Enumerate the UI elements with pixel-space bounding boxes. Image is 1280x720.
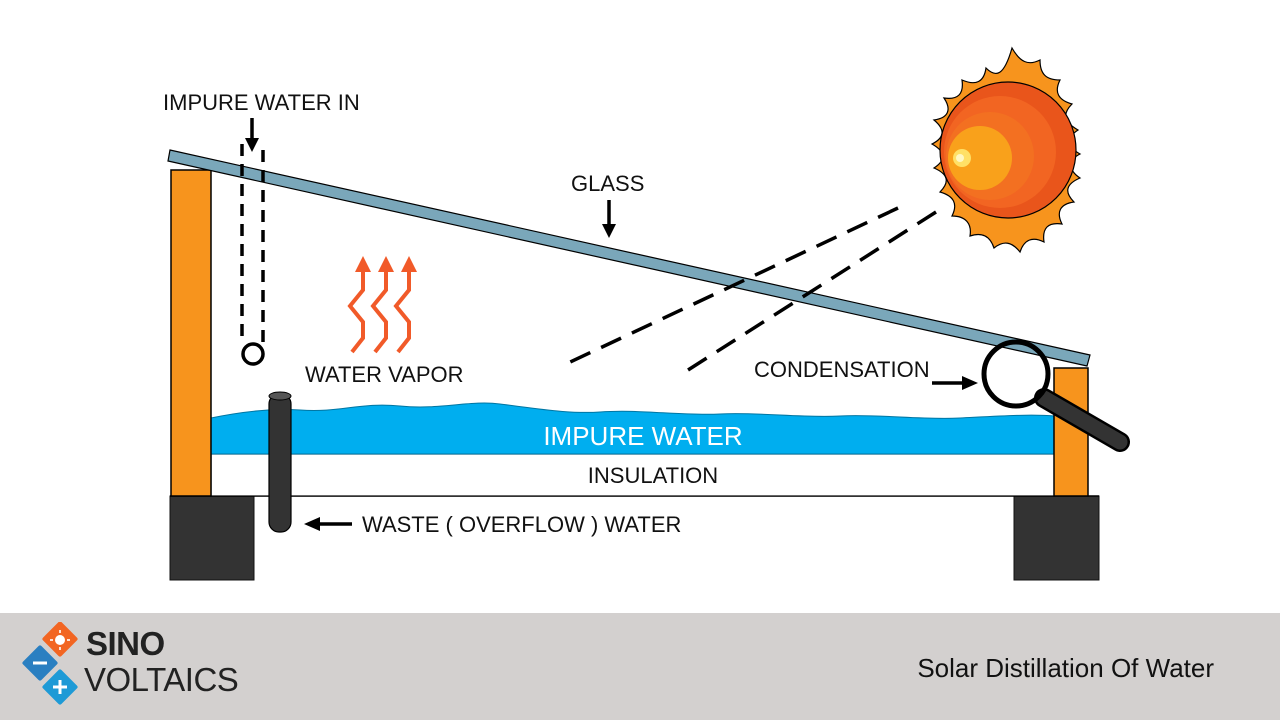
sun-icon: [930, 46, 1082, 254]
label-impure-water-in: IMPURE WATER IN: [163, 90, 360, 115]
vapor-arrow-1: [347, 268, 365, 354]
overflow-pipe: [268, 393, 292, 533]
vapor-arrow-3: [393, 268, 411, 354]
impure-water-body: [210, 402, 1056, 455]
vapor-arrowhead-1: [355, 256, 371, 272]
glass-cover: [167, 149, 1091, 367]
sun-highlight-core: [956, 154, 964, 162]
overflow-pipe-top: [268, 391, 292, 401]
label-waste-overflow-water: WASTE ( OVERFLOW ) WATER: [362, 512, 681, 537]
label-glass: GLASS: [571, 171, 644, 196]
vapor-arrow-2: [370, 268, 388, 354]
label-impure-water: IMPURE WATER: [543, 421, 742, 451]
label-water-vapor: WATER VAPOR: [305, 362, 464, 387]
label-condensation: CONDENSATION: [754, 357, 930, 382]
condensation-arrowhead: [962, 376, 978, 390]
waste-water-arrowhead: [304, 517, 320, 531]
left-base-block: [169, 495, 255, 581]
right-base-block: [1013, 495, 1100, 581]
brand-name-line-1: SINO: [86, 625, 165, 662]
diagram-title: Solar Distillation Of Water: [917, 653, 1214, 683]
impure-water-in-arrowhead: [245, 138, 259, 152]
solar-still-diagram: IMPURE WATER IN GLASS WATER VAPOR CONDEN…: [163, 46, 1130, 581]
label-insulation: INSULATION: [588, 463, 718, 488]
sun-ray-1: [565, 206, 899, 366]
magnifier-lens: [981, 339, 1051, 409]
footer-band: [0, 613, 1280, 720]
sun-ray-2: [687, 210, 937, 372]
vapor-arrowhead-2: [378, 256, 394, 272]
glass-arrowhead: [602, 224, 616, 238]
vapor-arrowhead-3: [401, 256, 417, 272]
left-wooden-wall: [170, 169, 212, 497]
brand-name-line-2: VOLTAICS: [84, 661, 239, 698]
sinovoltaics-logo-icon: [22, 622, 78, 705]
water-vapor-arrows: [347, 268, 411, 354]
magnifier-handle: [1036, 390, 1128, 450]
inlet-pipe-outlet: [241, 342, 265, 366]
sun-ring-4: [948, 126, 1012, 190]
